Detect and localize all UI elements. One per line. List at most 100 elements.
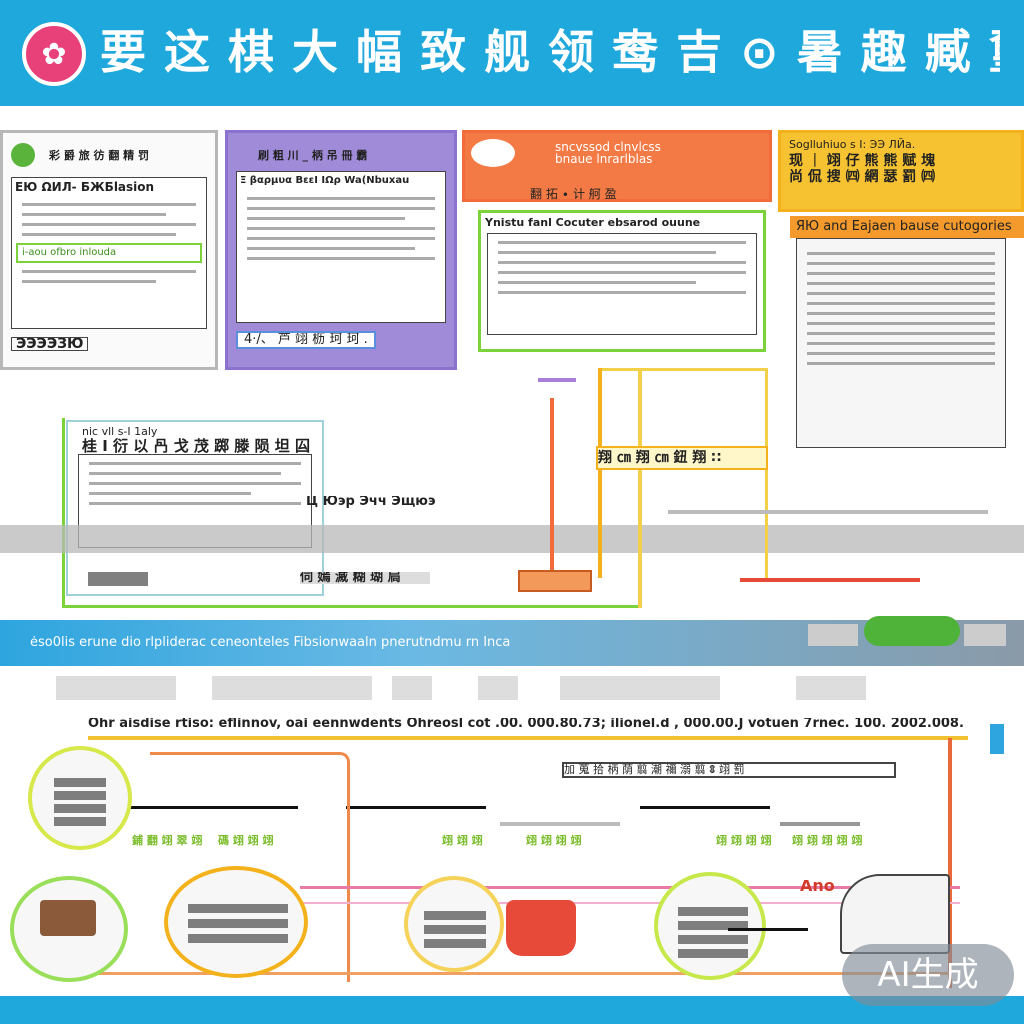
placeholder [560,676,720,700]
flow-orange-base [60,972,950,975]
section-band-text: ėso0lis erune dio rlpliderac ceneonteles… [30,635,511,650]
panel-green-body [487,233,757,335]
red-line [740,578,920,582]
bottom-blue-bar [0,996,1024,1024]
flow-tag: 翊 翊 翊 翊 翊 [792,834,863,847]
panel-orange-title: sncvssod clnvlcss [555,141,661,153]
placeholder [796,676,866,700]
text-line [89,472,281,475]
panel-purple-subtitle: Ξ βαρμυα ΒεεΙ ΙΩρ Wa(Nbuxau [240,175,410,186]
list-line [807,252,995,255]
middle-yellow-label: 翔 ㎝ 翔 ㎝ 鈕 翔 ∷ [596,446,768,470]
flow-caption: Ohr aisdise rtiso: eflinnov, oai eennwde… [88,718,964,730]
placeholder [212,676,372,700]
list-line [807,332,995,335]
middle-center-footer: 伺 嫣 滅 糊 瑚 扃 [300,572,430,584]
text-line [89,502,301,505]
text-bar [424,939,486,948]
text-line [22,270,196,273]
flow-tag: 碼 翊 翊 翊 [218,834,274,847]
flow-pink-line [300,902,960,904]
text-bar [678,949,748,958]
panel-purple-body: Ξ βαρμυα ΒεεΙ ΙΩρ Wa(Nbuxau [236,171,446,323]
middle-left-box: nic vll s-I 1aly 桂 Ι 衍 以 冎 戈 茂 踯 滕 陨 坦 囜 [66,420,324,596]
panel-purple-title: 刷 粗 川 _ 柄 吊 冊 霸 [258,149,368,162]
list-line [807,262,995,265]
flow-gray-bar [780,822,860,826]
text-line [247,237,435,240]
bird-icon [471,139,515,167]
purple-connector [538,378,576,382]
list-line [807,362,995,365]
panel-gold-title: Soglluhiuo s I: ЭЭ ЛЙa. [789,138,916,151]
panel-gold-category: ЯЮ and Eajaen bause cutogories [790,216,1024,238]
text-line [247,197,435,200]
flow-node-circle [404,876,504,972]
text-bar [678,907,748,916]
list-line [807,302,995,305]
text-line [247,227,435,230]
flow-gray-bar [500,822,620,826]
text-line [247,257,435,260]
gold-vertical [598,368,602,578]
text-line [89,462,301,465]
flow-tag: 翊 翊 翊 [442,834,483,847]
text-line [89,482,301,485]
logo-icon: ✿ [22,22,86,86]
gold-frame [598,368,768,578]
flow-bracket [118,806,298,809]
list-line [807,352,995,355]
gray-tile [964,624,1006,646]
panel-gray: 彩 爵 旅 彷 翻 精 罚 ЕЮ ΩИЛ- БЖБlasion i-aou of… [0,130,218,370]
panel-orange-header: sncvssod clnvlcss bnaue lnrarlblas [465,133,769,173]
panel-orange-meta: 翻 拓 ∙ 计 舸 盈 [530,188,617,200]
text-line [22,233,176,236]
red-pot-icon [506,900,576,956]
flow-node-circle [28,746,132,850]
flow-bracket [346,806,486,809]
flow-node-circle [654,872,766,980]
middle-left-box-title: nic vll s-I 1aly [82,425,158,438]
list-line [807,322,995,325]
orange-node [518,570,592,592]
text-line [247,247,415,250]
flow-tag: 翊 翊 翊 翊 [716,834,772,847]
text-bar [424,911,486,920]
flow-right-label: Ano [800,880,835,892]
flow-node-circle [164,866,308,978]
logo-glyph: ✿ [41,36,67,72]
node-text-block [54,774,106,826]
page-title: 要 这 棋 大 幅 致 舰 领 鸯 吉 ⊙ 暑 趣 臧 璽 [100,25,1000,79]
panel-gray-footer: ЭЭЭЭЗЮ [11,337,89,351]
list-line [807,272,995,275]
flow-bracket [640,806,770,809]
text-line [22,280,156,283]
panel-gold-subtitle2: 尚 侃 搜 ㈣ 網 瑟 罰 ㈣ [789,169,936,185]
text-line [498,241,746,244]
text-line [498,251,716,254]
panel-purple-footer: 4·/、 芦 翊 枥 珂 珂 . [236,331,376,349]
placeholder [478,676,518,700]
panel-gold-list [796,238,1006,448]
gray-tile [808,624,858,646]
flow-gold-rule [88,736,968,740]
text-line [22,213,166,216]
flow-blue-tab [990,724,1004,754]
gold-vertical-2 [638,368,642,608]
panel-green-title: Ynistu fanl Cocuter ebsarod ouune [485,216,701,229]
text-line [247,207,435,210]
text-line [498,281,696,284]
text-bar [188,904,288,913]
text-bar [54,817,106,826]
flow-arrow [728,928,808,931]
placeholder [56,676,176,700]
middle-center-label: Ц Юэр Эчч Эщюэ [306,496,436,508]
placeholder [392,676,432,700]
ai-generated-badge: AI生成 [842,944,1014,1006]
text-line [89,492,251,495]
flow-tag: 鋪 翻 翊 翠 翊 [132,834,203,847]
panel-orange-subtitle: bnaue lnrarlblas [555,153,653,165]
text-bar [678,921,748,930]
node-text-block [678,902,748,963]
text-bar [188,919,288,928]
